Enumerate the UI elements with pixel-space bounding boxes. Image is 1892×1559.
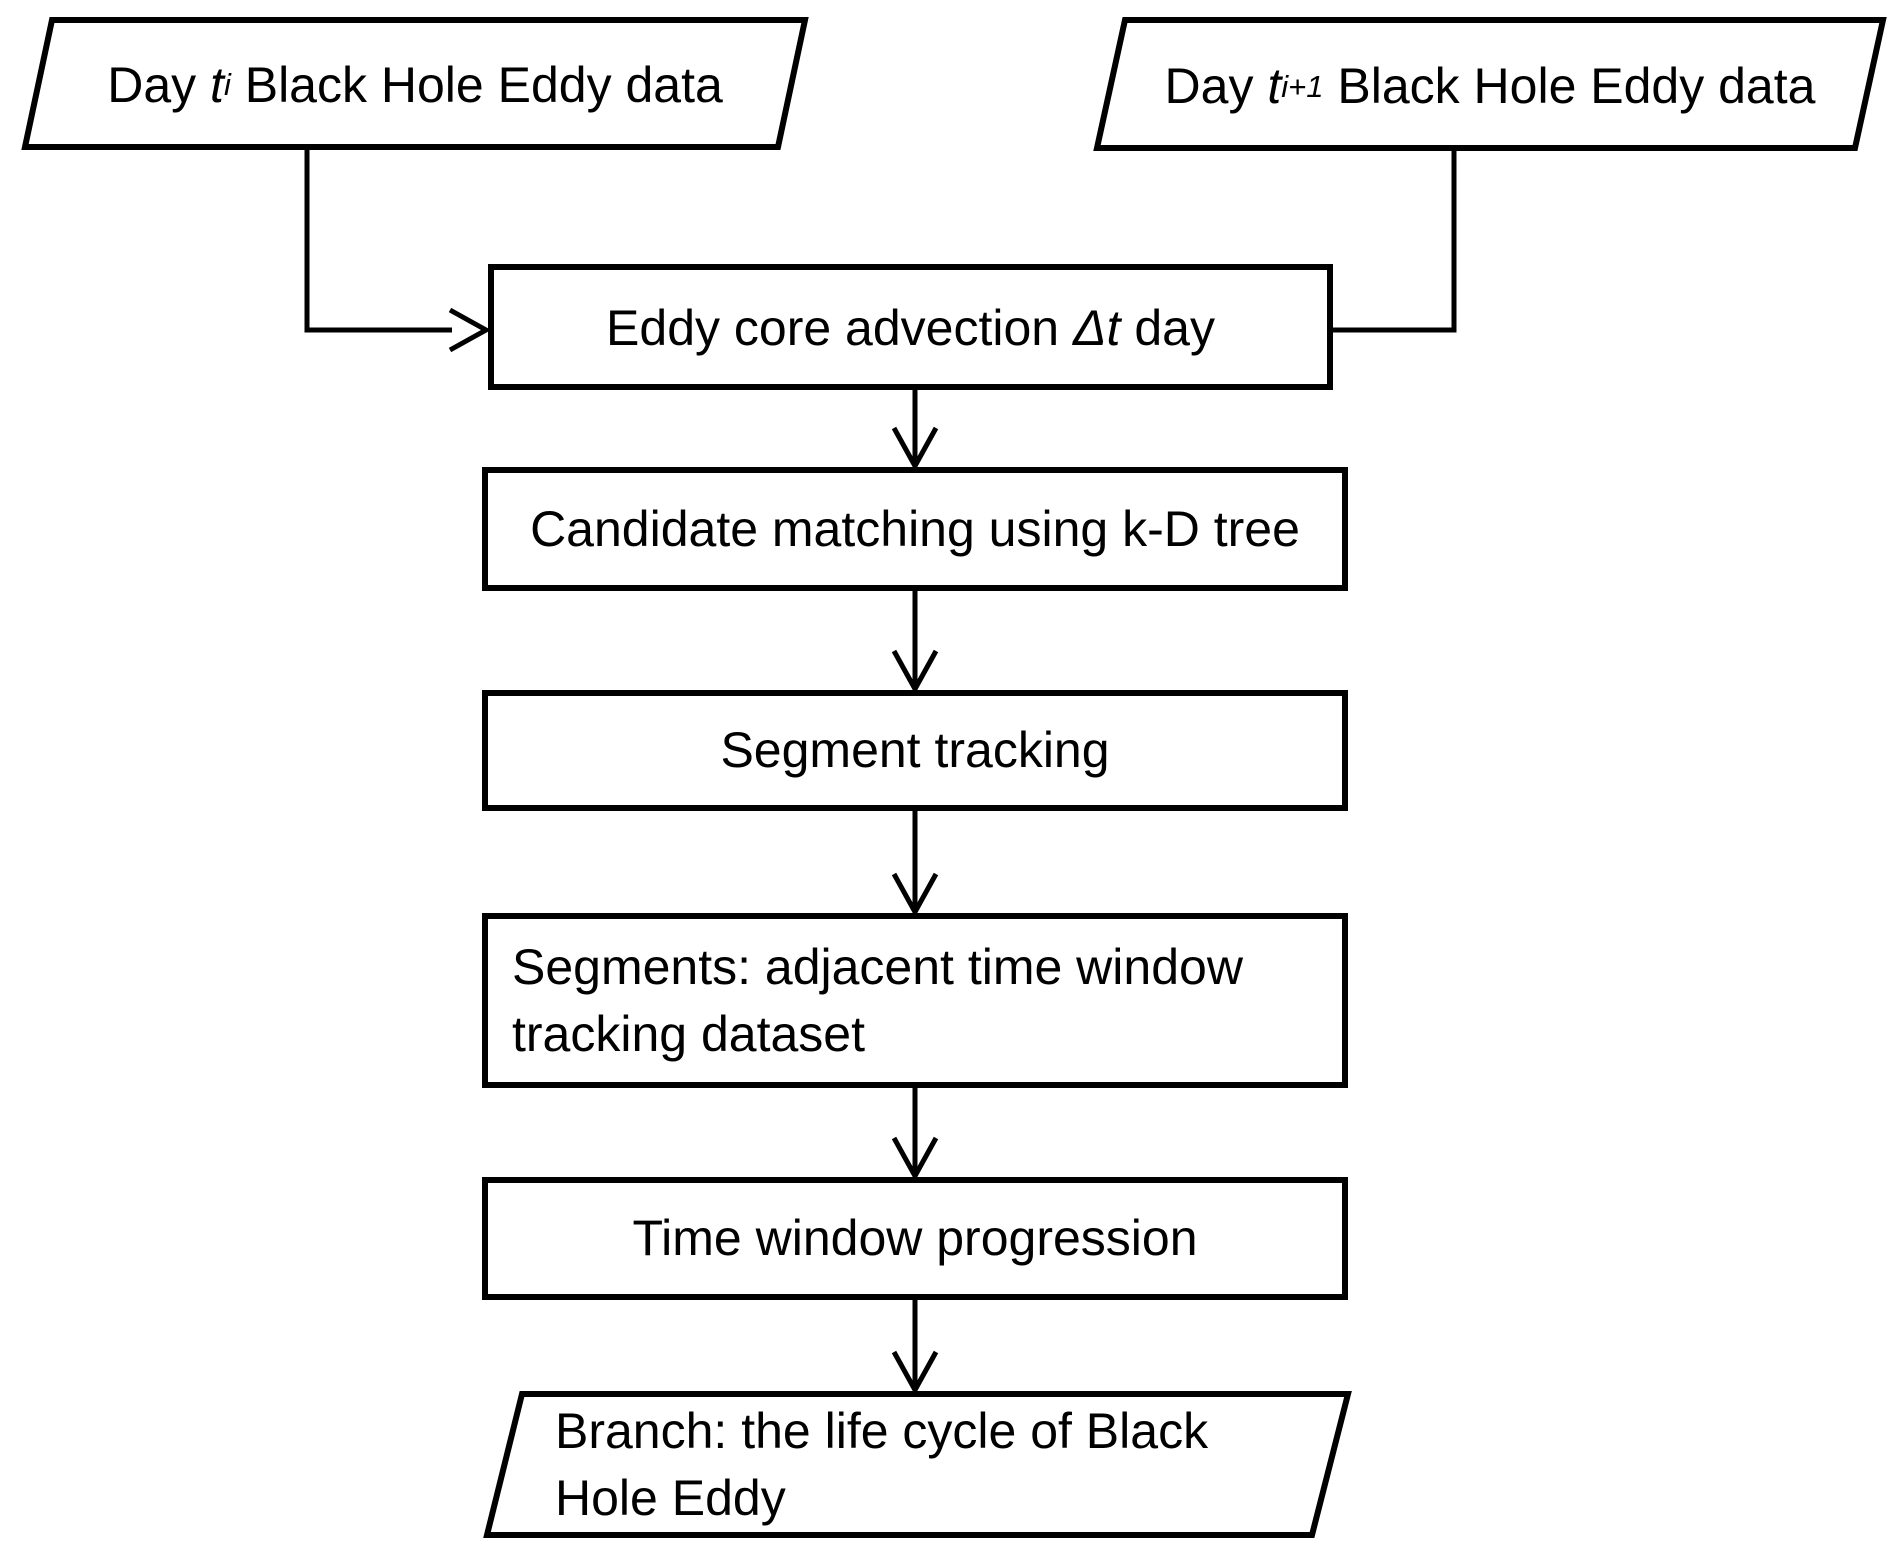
input-left-parallelogram — [21, 17, 809, 150]
input-right-label-pre: Day — [1164, 58, 1268, 114]
branch-parallelogram — [483, 1391, 1352, 1538]
connector-input-right — [1333, 151, 1457, 333]
time-window-label: Time window progression — [632, 1210, 1198, 1266]
arrowhead-advection-to-matching — [891, 426, 939, 472]
arrowhead-segment-tracking-to-segments-dataset — [891, 872, 939, 918]
input-right-parallelogram — [1093, 17, 1887, 151]
time-window-box — [482, 1177, 1348, 1300]
variable-delta-t: Δt — [1073, 299, 1121, 356]
arrowhead-segments-dataset-to-time-window — [891, 1136, 939, 1182]
advection-label: Eddy core advection Δt day — [491, 270, 1330, 386]
advection-label-post: day — [1120, 299, 1215, 356]
connector-input-left — [304, 150, 452, 333]
input-left-label-pre: Day — [107, 56, 211, 113]
input-left-label-post: Black Hole Eddy data — [230, 56, 723, 113]
advection-label-pre: Eddy core advection — [606, 299, 1073, 356]
arrowhead-input-left — [448, 307, 492, 353]
variable-t: t — [1267, 58, 1282, 114]
branch-line-2: Hole Eddy — [555, 1470, 786, 1526]
arrowhead-time-window-to-branch — [891, 1350, 939, 1396]
segments-dataset-line-2: tracking dataset — [512, 1005, 865, 1062]
advection-box — [488, 264, 1333, 390]
variable-t: t — [210, 56, 224, 113]
matching-label: Candidate matching using k-D tree — [530, 500, 1300, 557]
arrowhead-matching-to-segment-tracking — [891, 649, 939, 695]
segment-tracking-label: Segment tracking — [720, 722, 1110, 778]
input-right-label-post: Black Hole Eddy data — [1323, 58, 1816, 114]
branch-label: Branch: the life cycle of Black Hole Edd… — [555, 1398, 1335, 1532]
segments-dataset-label: Segments: adjacent time window tracking … — [512, 916, 1332, 1085]
branch-line-1: Branch: the life cycle of Black — [555, 1403, 1209, 1459]
segments-dataset-box — [482, 913, 1348, 1088]
segments-dataset-line-1: Segments: adjacent time window — [512, 938, 1243, 995]
